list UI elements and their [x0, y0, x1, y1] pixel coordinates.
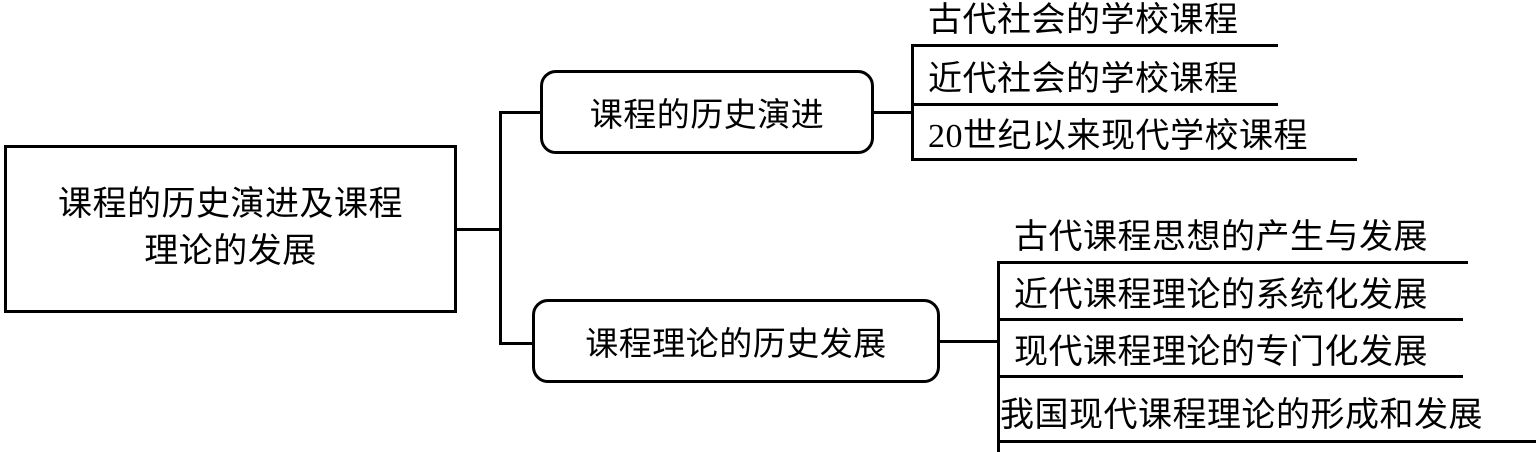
leaf-theory-2-label: 近代课程理论的系统化发展 — [1014, 277, 1428, 314]
connector-root-stem — [457, 228, 502, 231]
leaf-rule-theory-2 — [997, 318, 1463, 321]
connector-root-to-branch-2 — [499, 342, 535, 345]
leaf-theory-4[interactable]: 我国现代课程理论的形成和发展 — [1000, 399, 1483, 433]
leaf-rule-history-3 — [911, 158, 1357, 161]
branch-node-history-label: 课程的历史演进 — [589, 98, 825, 134]
root-node-label: 课程的历史演进及课程 理论的发展 — [44, 182, 417, 276]
leaf-history-3-label: 20世纪以来现代学校课程 — [928, 118, 1308, 155]
branch-node-theory-label: 课程理论的历史发展 — [585, 327, 887, 363]
leaf-rule-history-1 — [911, 44, 1278, 47]
root-node[interactable]: 课程的历史演进及课程 理论的发展 — [4, 145, 457, 313]
root-node-label-line2: 理论的发展 — [144, 233, 317, 270]
leaf-rule-theory-4 — [997, 440, 1536, 443]
leaf-history-1-label: 古代社会的学校课程 — [928, 2, 1239, 39]
connector-branch2-stem — [938, 340, 1000, 343]
leaf-rule-theory-3 — [997, 375, 1463, 378]
connector-branch1-bracket-vertical — [911, 44, 914, 161]
leaf-rule-history-2 — [911, 103, 1278, 106]
leaf-history-2[interactable]: 近代社会的学校课程 — [928, 63, 1239, 97]
leaf-theory-2[interactable]: 近代课程理论的系统化发展 — [1014, 279, 1428, 313]
leaf-history-3[interactable]: 20世纪以来现代学校课程 — [928, 120, 1308, 154]
leaf-history-1[interactable]: 古代社会的学校课程 — [928, 4, 1239, 38]
branch-node-history[interactable]: 课程的历史演进 — [540, 70, 874, 154]
connector-root-bracket-vertical — [499, 111, 502, 345]
leaf-theory-3-label: 现代课程理论的专门化发展 — [1014, 334, 1428, 371]
leaf-theory-1-label: 古代课程思想的产生与发展 — [1014, 219, 1428, 256]
leaf-theory-4-label: 我国现代课程理论的形成和发展 — [1000, 397, 1483, 434]
connector-root-to-branch-1 — [499, 111, 543, 114]
branch-node-theory[interactable]: 课程理论的历史发展 — [532, 299, 940, 383]
connector-branch1-stem — [872, 111, 914, 114]
leaf-theory-3[interactable]: 现代课程理论的专门化发展 — [1014, 336, 1428, 370]
leaf-history-2-label: 近代社会的学校课程 — [928, 61, 1239, 98]
leaf-rule-theory-1 — [997, 261, 1468, 264]
root-node-label-line1: 课程的历史演进及课程 — [58, 186, 403, 224]
connector-branch2-bracket-vertical — [997, 261, 1000, 452]
leaf-theory-1[interactable]: 古代课程思想的产生与发展 — [1014, 221, 1428, 255]
